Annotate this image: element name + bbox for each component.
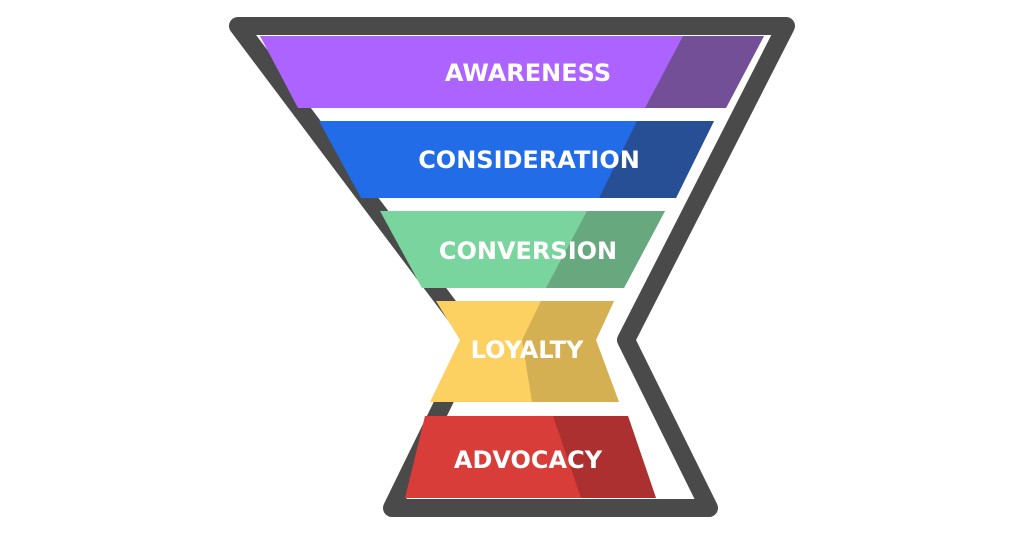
funnel-stage-loyalty: LOYALTY (430, 301, 619, 402)
stage-label-awareness: AWARENESS (445, 59, 611, 87)
stage-label-conversion: CONVERSION (439, 237, 617, 265)
funnel-stage-advocacy: ADVOCACY (405, 416, 656, 498)
stage-shade-loyalty (522, 301, 619, 402)
stage-shade-conversion (546, 211, 665, 288)
stage-band-awareness (260, 36, 764, 108)
funnel-stage-conversion: CONVERSION (380, 211, 665, 288)
stage-label-consideration: CONSIDERATION (418, 146, 640, 174)
funnel-stage-consideration: CONSIDERATION (319, 121, 714, 198)
stage-label-advocacy: ADVOCACY (454, 446, 603, 474)
stage-shade-awareness (645, 36, 764, 108)
stage-shade-advocacy (553, 416, 656, 498)
funnel-stage-awareness: AWARENESS (260, 36, 764, 108)
stage-label-loyalty: LOYALTY (471, 336, 584, 364)
stage-shade-consideration (599, 121, 714, 198)
